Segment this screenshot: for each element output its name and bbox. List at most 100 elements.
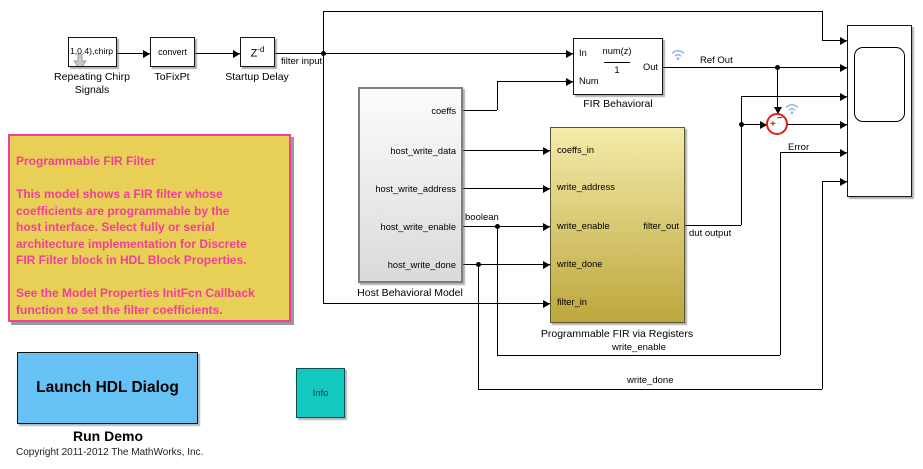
wire-segment [323, 53, 325, 303]
wire-segment [822, 11, 824, 40]
host-behavioral-model-label: Host Behavioral Model [357, 287, 463, 299]
wire-segment [822, 181, 847, 183]
port-label-host-write-enable: host_write_enable [380, 222, 456, 232]
junction-dot [495, 224, 500, 229]
arrowhead-icon [566, 49, 573, 58]
annotation-body-line: architecture implementation for Discrete [16, 236, 247, 251]
arrowhead-icon [840, 177, 847, 186]
annotation-body-line: coefficients are programmable by the [16, 203, 230, 218]
port-label-out: Out [643, 62, 658, 72]
wire-segment [463, 150, 550, 152]
error-label: Error [788, 142, 810, 153]
wire-segment [777, 67, 779, 108]
write-done-wire-label: write_done [627, 375, 674, 386]
annotation-spacer [16, 269, 289, 286]
port-label-host-write-data: host_write_data [390, 146, 456, 156]
programmable-fir-registers-label: Programmable FIR via Registers [540, 328, 694, 340]
sum-plus-sign: + [770, 119, 776, 130]
wire-segment [463, 226, 550, 228]
chirp-block-label-line2: Signals [74, 84, 110, 96]
annotation-spacer [16, 170, 289, 187]
model-description-annotation: Programmable FIR Filter This model shows… [8, 134, 291, 322]
wire-segment [323, 303, 550, 305]
wire-segment [117, 53, 150, 55]
annotation-body-line: See the Model Properties InitFcn Callbac… [16, 286, 255, 300]
wire-segment [478, 264, 480, 389]
fir-behavioral-block[interactable]: In Num num(z) 1 Out [573, 38, 663, 95]
wire-segment [195, 53, 240, 55]
run-demo-label: Run Demo [73, 428, 143, 444]
arrowhead-icon [543, 260, 550, 269]
annotation-body-line: FIR Filter block in HDL Block Properties… [16, 253, 247, 267]
wire-segment [463, 110, 497, 112]
port-label-write-enable: write_enable [557, 221, 610, 231]
filter-input-label: filter input [281, 56, 323, 67]
launch-hdl-dialog-text: Launch HDL Dialog [36, 379, 179, 396]
wire-segment [497, 81, 499, 110]
fir-numerator: num(z) [602, 46, 632, 56]
tofixpt-block-label: ToFixPt [154, 71, 190, 83]
scope-block[interactable] [847, 25, 912, 197]
wire-segment [780, 152, 847, 154]
arrowhead-icon [840, 36, 847, 45]
wire-segment [741, 124, 767, 126]
port-label-filter-in: filter_in [557, 297, 587, 307]
launch-hdl-dialog-button[interactable]: Launch HDL Dialog [17, 352, 198, 424]
arrowhead-icon [760, 120, 767, 129]
wire-segment [497, 355, 780, 357]
arrowhead-icon [840, 120, 847, 129]
port-label-coeffs-in: coeffs_in [557, 145, 595, 155]
tofixpt-block-text: convert [158, 47, 187, 57]
signal-logging-icon [785, 104, 799, 114]
copyright-text: Copyright 2011-2012 The MathWorks, Inc. [16, 447, 204, 458]
arrowhead-icon [543, 222, 550, 231]
arrowhead-icon [543, 146, 550, 155]
wire-segment [463, 264, 550, 266]
startup-delay-block[interactable]: Z-d [240, 37, 275, 67]
programmable-fir-registers-block[interactable]: coeffs_in write_address write_enable wri… [550, 127, 685, 323]
chirp-block-label-line1: Repeating Chirp [54, 71, 130, 83]
sum-minus-sign: − [777, 113, 783, 124]
wire-segment [323, 11, 325, 53]
wire-segment [275, 53, 573, 55]
dut-output-label: dut output [689, 228, 732, 239]
port-label-host-write-done: host_write_done [387, 260, 456, 270]
wire-segment [478, 389, 822, 391]
port-label-coeffs: coeffs [431, 106, 456, 116]
annotation-body-line: host interface. Select fully or serial [16, 220, 215, 234]
host-behavioral-model-block[interactable]: coeffs host_write_data host_write_addres… [358, 87, 463, 283]
port-label-write-address: write_address [557, 182, 615, 192]
port-label-write-done: write_done [557, 259, 603, 269]
junction-dot [775, 65, 780, 70]
tofixpt-block[interactable]: convert [150, 37, 195, 67]
info-block-text: Info [312, 387, 329, 399]
arrowhead-icon [233, 49, 240, 58]
arrowhead-icon [840, 63, 847, 72]
annotation-body-line: function to set the filter coefficients. [16, 302, 223, 317]
wire-segment [741, 96, 743, 225]
down-arrow-icon [73, 54, 87, 66]
repeating-chirp-block[interactable]: 1,0.4),chirp [68, 37, 117, 67]
annotation-body-line: This model shows a FIR filter whose [16, 187, 223, 201]
wire-segment [822, 181, 824, 389]
arrowhead-icon [840, 92, 847, 101]
wire-segment [497, 81, 573, 83]
info-block[interactable]: Info [296, 368, 345, 418]
boolean-type-label: boolean [465, 212, 499, 223]
arrowhead-icon [543, 299, 550, 308]
error-sum-block[interactable]: − + [766, 113, 788, 135]
wire-segment [463, 188, 550, 190]
port-label-num: Num [579, 76, 599, 86]
wire-segment [822, 40, 847, 42]
port-label-in: In [579, 48, 587, 58]
wire-segment [787, 124, 847, 126]
scope-screen [854, 47, 905, 122]
arrowhead-icon [566, 77, 573, 86]
fir-behavioral-label: FIR Behavioral [583, 98, 653, 110]
annotation-title: Programmable FIR Filter [16, 154, 156, 168]
junction-dot [476, 262, 481, 267]
signal-logging-icon [671, 50, 685, 60]
wire-segment [741, 96, 847, 98]
ref-out-label: Ref Out [700, 55, 733, 66]
